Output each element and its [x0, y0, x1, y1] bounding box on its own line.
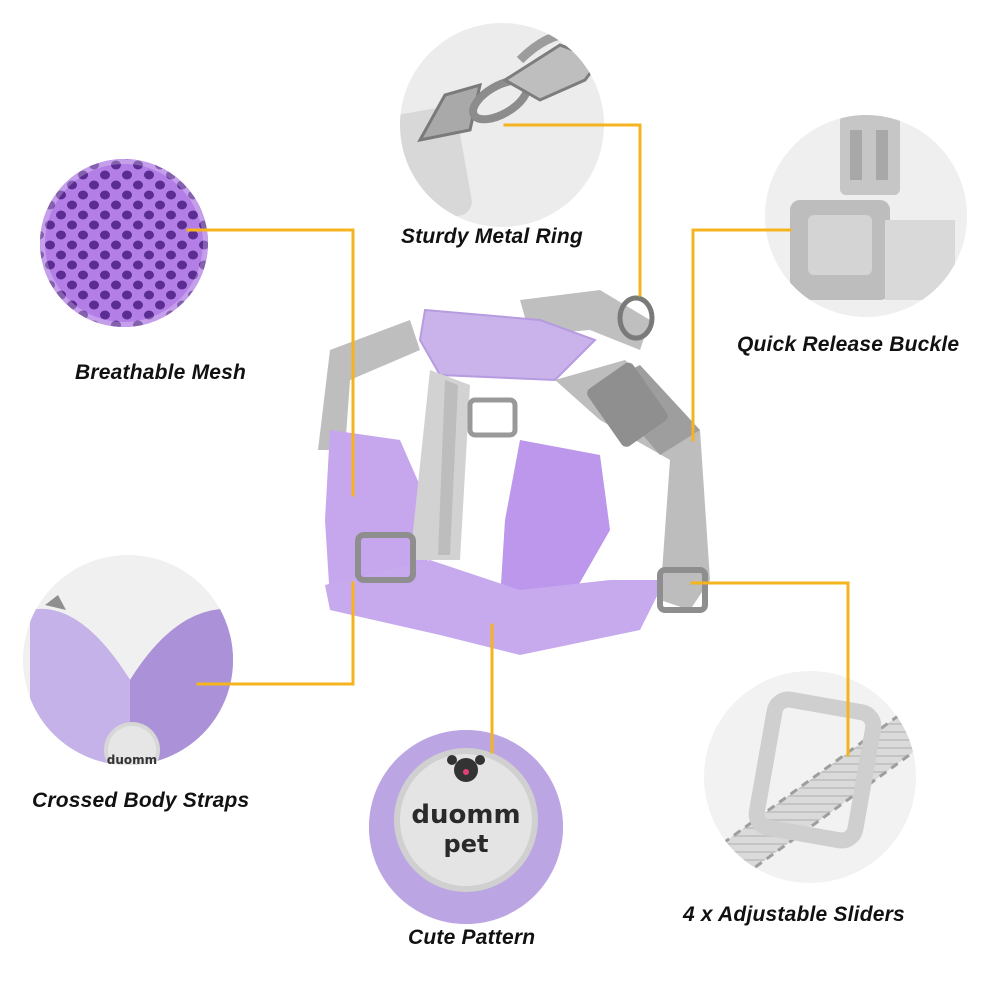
label-quick-release-buckle: Quick Release Buckle	[737, 333, 960, 356]
label-adjustable-sliders: 4 x Adjustable Sliders	[683, 903, 905, 926]
harness-image	[318, 290, 710, 655]
label-crossed-body-straps: Crossed Body Straps	[32, 789, 250, 812]
label-sturdy-metal-ring: Sturdy Metal Ring	[401, 225, 583, 248]
callout-line-buckle	[691, 228, 792, 442]
callout-lines	[186, 123, 850, 757]
pattern-logo-line2: pet	[444, 830, 489, 858]
callout-line-ring	[503, 123, 642, 297]
pattern-logo-line1: duomm	[411, 800, 520, 830]
callout-line-sliders	[690, 581, 850, 757]
strap-logo-text: duomm	[107, 753, 157, 767]
label-breathable-mesh: Breathable Mesh	[75, 361, 247, 384]
buckle-icon	[765, 115, 967, 317]
callout-line-mesh	[186, 228, 355, 497]
pattern-badge-icon: duomm pet	[369, 730, 563, 924]
mesh-icon	[40, 159, 208, 327]
strap-icon: duomm	[23, 555, 233, 767]
callout-line-straps	[196, 581, 355, 686]
label-cute-pattern: Cute Pattern	[408, 926, 536, 949]
slider-icon	[704, 671, 916, 883]
